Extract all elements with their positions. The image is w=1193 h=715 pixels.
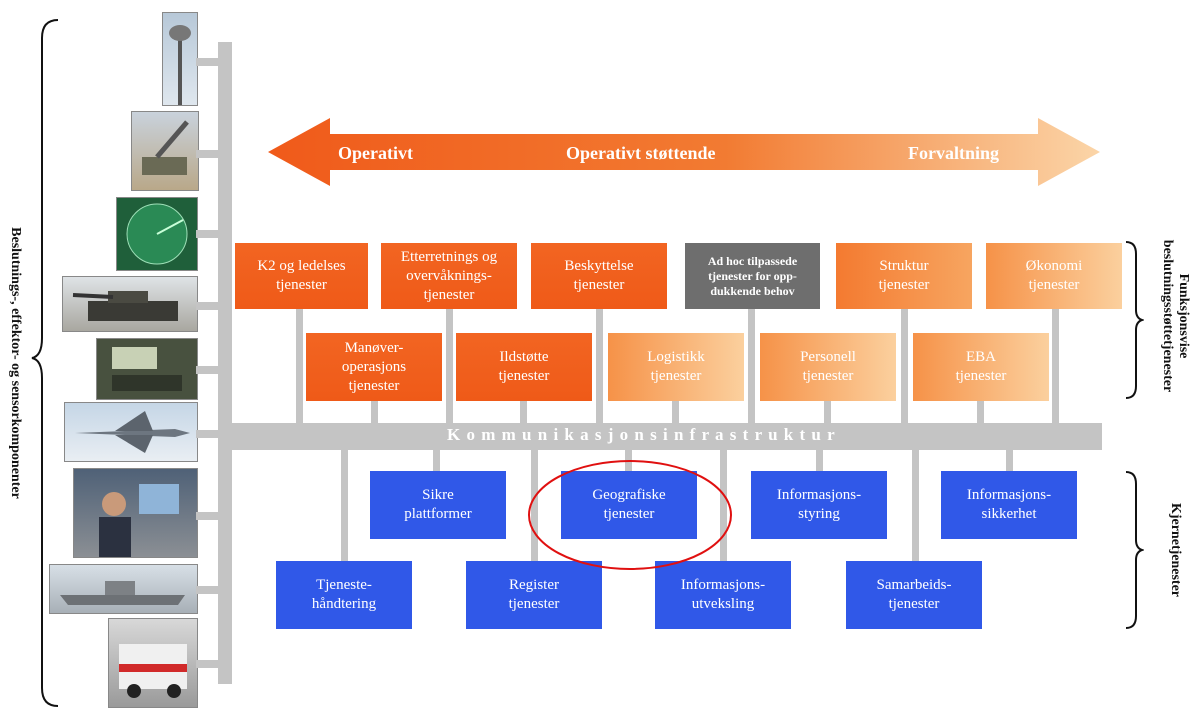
tjenestehandtering-box: Tjeneste- håndtering <box>276 561 412 629</box>
branch-line <box>196 660 220 668</box>
samarbeidstjenester-box: Samarbeids- tjenester <box>846 561 982 629</box>
personell-box: Personell tjenester <box>760 333 896 401</box>
connector-line <box>824 400 831 424</box>
branch-line <box>196 366 220 374</box>
connector-line <box>371 400 378 424</box>
right-bottom-label: Kjernetjenester <box>1168 502 1183 598</box>
branch-line <box>196 302 220 310</box>
radar-screen-icon <box>116 197 198 271</box>
connector-line <box>977 400 984 424</box>
left-bracket-label: Beslutnings-, effektor- og sensorkompone… <box>8 227 23 499</box>
tank-icon <box>62 276 198 332</box>
missile-launcher-icon <box>131 111 199 191</box>
connector-line <box>816 449 823 471</box>
branch-line <box>196 230 220 238</box>
operative-scale-arrow <box>268 118 1100 186</box>
right-top-label: Funksjonsvise beslutningsstøttetjenester <box>1160 239 1191 393</box>
branch-line <box>196 150 220 158</box>
struktur-box: Struktur tjenester <box>836 243 972 309</box>
connector-line <box>1052 308 1059 424</box>
branch-line <box>196 512 220 520</box>
connector-line <box>901 308 908 424</box>
connector-line <box>672 400 679 424</box>
branch-line <box>196 430 220 438</box>
right-top-bracket <box>1125 241 1144 399</box>
warship-icon <box>49 564 198 614</box>
branch-line <box>196 586 220 594</box>
ad-hoc-box: Ad hoc tilpassede tjenester for opp- duk… <box>685 243 820 309</box>
bus-label: K o m m u n i k a s j o n s i n f r a s … <box>447 425 836 444</box>
eba-box: EBA tjenester <box>913 333 1049 401</box>
branch-line <box>196 58 220 66</box>
ambulance-icon <box>108 618 198 708</box>
arrow-label-operativt-stottende: Operativt støttende <box>566 143 716 163</box>
beskyttelse-box: Beskyttelse tjenester <box>531 243 667 309</box>
connector-line <box>912 449 919 561</box>
connector-line <box>296 308 303 424</box>
arrow-label-forvaltning: Forvaltning <box>908 143 1000 163</box>
sikre-plattformer-box: Sikre plattformer <box>370 471 506 539</box>
control-panel-icon <box>96 338 198 400</box>
connector-line <box>1006 449 1013 471</box>
highlight-ellipse <box>528 460 732 570</box>
left-bracket <box>31 19 59 707</box>
connector-line <box>748 308 755 424</box>
etterretning-box: Etterretnings og overvåknings- tjenester <box>381 243 517 309</box>
connector-line <box>531 449 538 561</box>
connector-line <box>433 449 440 471</box>
connector-line <box>720 449 727 561</box>
informasjonsutveksling-box: Informasjons- utveksling <box>655 561 791 629</box>
ildstotte-box: Ildstøtte tjenester <box>456 333 592 401</box>
fighter-jet-icon <box>64 402 198 462</box>
logistikk-box: Logistikk tjenester <box>608 333 744 401</box>
communication-bus <box>218 423 1102 450</box>
connector-line <box>341 449 348 561</box>
informasjonsstyring-box: Informasjons- styring <box>751 471 887 539</box>
connector-line <box>446 308 453 424</box>
operator-workstation-icon <box>73 468 198 558</box>
radar-mast-icon <box>162 12 198 106</box>
connector-line <box>625 449 632 471</box>
right-bottom-bracket <box>1125 471 1144 629</box>
arrow-label-operativt: Operativt <box>338 143 413 163</box>
connector-line <box>596 308 603 424</box>
manover-box: Manøver- operasjons tjenester <box>306 333 442 401</box>
informasjonssikkerhet-box: Informasjons- sikkerhet <box>941 471 1077 539</box>
okonomi-box: Økonomi tjenester <box>986 243 1122 309</box>
connector-line <box>520 400 527 424</box>
k2-ledelse-box: K2 og ledelses tjenester <box>235 243 368 309</box>
register-tjenester-box: Register tjenester <box>466 561 602 629</box>
trunk-bar <box>218 42 232 684</box>
geografiske-tjenester-box: Geografiske tjenester <box>561 471 697 539</box>
